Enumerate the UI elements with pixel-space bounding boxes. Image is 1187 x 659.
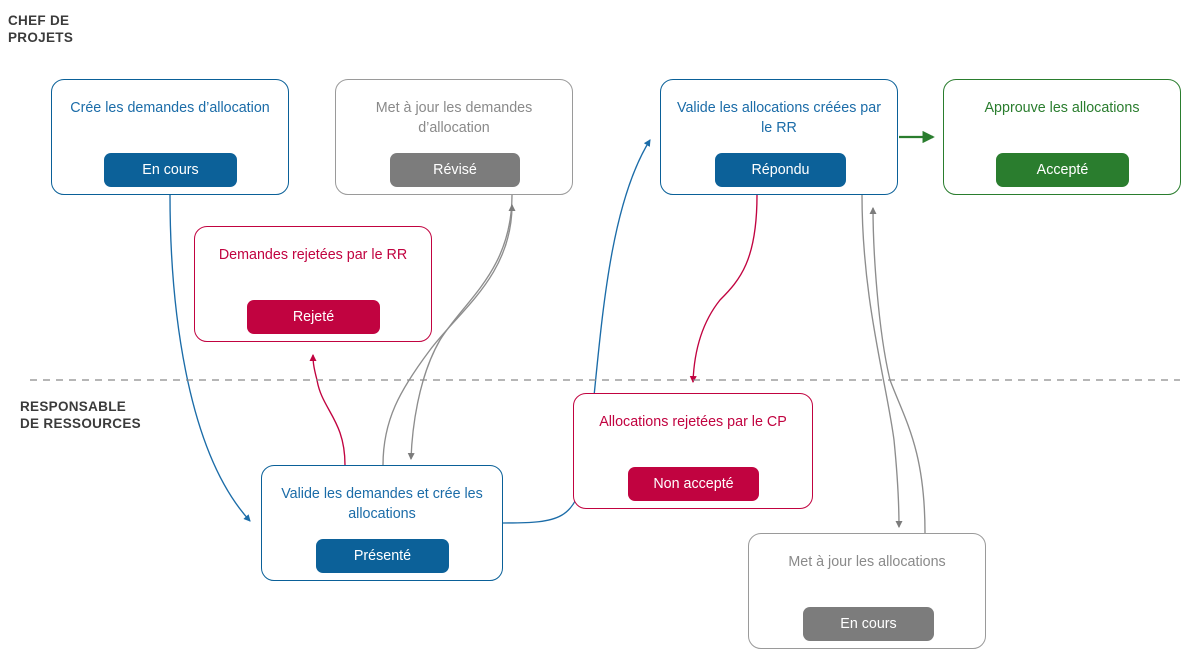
node-title: Crée les demandes d’allocation bbox=[70, 100, 270, 116]
node-title: Demandes rejetées par le RR bbox=[218, 247, 408, 263]
node-valide-les-allocations-creees-par-le-rr[interactable]: Valide les allocations créées par le RR R… bbox=[660, 79, 898, 195]
lane-label-responsable-de-ressources: RESPONSABLE DE RESSOURCES bbox=[20, 399, 141, 431]
status-badge[interactable]: Révisé bbox=[390, 153, 520, 187]
node-demandes-rejetees-par-le-rr[interactable]: Demandes rejetées par le RR Rejeté bbox=[194, 226, 432, 342]
status-badge[interactable]: Non accepté bbox=[628, 467, 759, 501]
node-allocations-rejetees-par-le-cp[interactable]: Allocations rejetées par le CP Non accept… bbox=[573, 393, 813, 509]
node-title: Allocations rejetées par le CP bbox=[599, 414, 787, 430]
edge-valide-demandes-to-demandes-rejetees bbox=[309, 353, 346, 466]
status-badge[interactable]: Présenté bbox=[316, 539, 449, 573]
status-badge[interactable]: Répondu bbox=[715, 153, 846, 187]
status-badge[interactable]: Rejeté bbox=[247, 300, 380, 334]
status-badge[interactable]: En cours bbox=[104, 153, 237, 187]
edge-valide-allocations-to-met-a-jour-allocations bbox=[861, 194, 903, 529]
node-title: Approuve les allocations bbox=[984, 100, 1140, 116]
status-badge[interactable]: En cours bbox=[803, 607, 934, 641]
lane-label-chef-de-projets: CHEF DE PROJETS bbox=[8, 13, 74, 45]
edge-met-a-jour-allocations-to-valide-allocations bbox=[869, 206, 926, 534]
node-met-a-jour-les-allocations[interactable]: Met à jour les allocations En cours bbox=[748, 533, 986, 649]
node-cree-les-demandes-allocation[interactable]: Crée les demandes d’allocation En cours bbox=[51, 79, 289, 195]
edge-valide-allocations-to-allocations-rejetees bbox=[689, 194, 758, 384]
node-title: Valide les allocations créées par le RR bbox=[677, 100, 881, 136]
node-title: Met à jour les demandes d’allocation bbox=[375, 100, 533, 136]
node-title: Met à jour les allocations bbox=[788, 554, 946, 570]
node-valide-les-demandes-et-cree-les-allocations[interactable]: Valide les demandes et crée les allocati… bbox=[261, 465, 503, 581]
node-title: Valide les demandes et crée les allocati… bbox=[281, 486, 483, 522]
status-badge[interactable]: Accepté bbox=[996, 153, 1129, 187]
